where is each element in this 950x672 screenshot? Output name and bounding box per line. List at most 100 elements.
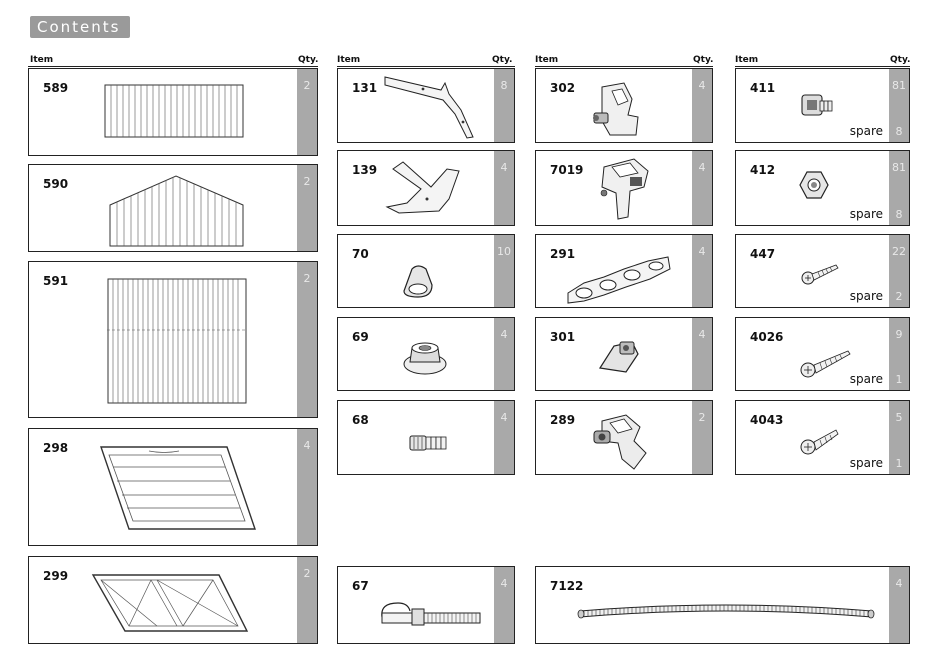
- item-number: 301: [550, 330, 575, 344]
- item-qty: 2: [692, 411, 712, 424]
- corner-302-drawing: [588, 81, 648, 139]
- wall-panel-591-drawing: [107, 278, 247, 404]
- header-rule-col2: [337, 66, 515, 67]
- item-qty: 4: [692, 79, 712, 92]
- item-number: 591: [43, 274, 68, 288]
- item-number: 7122: [550, 579, 583, 593]
- item-card-69: 69 4: [337, 317, 515, 391]
- item-header-col4: Item: [735, 55, 758, 65]
- spare-qty: 8: [889, 125, 909, 138]
- item-card-591: 591 2: [28, 261, 318, 418]
- door-panel-298-drawing: [99, 441, 259, 533]
- spare-qty: 2: [889, 290, 909, 303]
- item-qty: 4: [297, 439, 317, 452]
- screw-4043-drawing: [798, 425, 842, 459]
- item-card-289: 289 2: [535, 400, 713, 475]
- item-number: 302: [550, 81, 575, 95]
- item-number: 131: [352, 81, 377, 95]
- item-number: 447: [750, 247, 775, 261]
- item-card-4043: 4043 5 spare 1: [735, 400, 910, 475]
- qty-bar: [297, 262, 317, 417]
- tube-7122-drawing: [576, 599, 876, 621]
- item-qty: 4: [692, 245, 712, 258]
- item-number: 289: [550, 413, 575, 427]
- item-card-590: 590 2: [28, 164, 318, 252]
- item-number: 139: [352, 163, 377, 177]
- item-qty: 4: [494, 577, 514, 590]
- item-qty: 4: [494, 161, 514, 174]
- item-card-299: 299 2: [28, 556, 318, 644]
- item-qty: 4: [692, 328, 712, 341]
- hex-nut-412-drawing: [798, 169, 830, 201]
- header-rule-col1: [28, 66, 318, 67]
- item-number: 589: [43, 81, 68, 95]
- door-frame-299-drawing: [91, 571, 251, 635]
- item-qty: 2: [297, 79, 317, 92]
- item-card-70: 70 10: [337, 234, 515, 308]
- header-rule-col4: [735, 66, 910, 67]
- item-qty: 5: [889, 411, 909, 424]
- item-number: 7019: [550, 163, 583, 177]
- spare-qty: 8: [889, 208, 909, 221]
- item-qty: 8: [494, 79, 514, 92]
- screw-4026-drawing: [798, 346, 854, 382]
- item-card-589: 589 2: [28, 68, 318, 156]
- item-number: 298: [43, 441, 68, 455]
- item-card-447: 447 22 spare 2: [735, 234, 910, 308]
- item-header-col3: Item: [535, 55, 558, 65]
- bracket-291-drawing: [564, 255, 674, 305]
- item-qty: 81: [889, 79, 909, 92]
- page-title: Contents: [37, 18, 120, 36]
- item-number: 412: [750, 163, 775, 177]
- item-qty: 4: [889, 577, 909, 590]
- qty-header-col4: Qty.: [890, 55, 910, 65]
- item-card-7122: 7122 4: [535, 566, 910, 644]
- clip-70-drawing: [398, 261, 438, 301]
- clip-301-drawing: [596, 338, 641, 378]
- contents-title-tab: Contents: [30, 16, 130, 38]
- item-number: 70: [352, 247, 369, 261]
- item-qty: 2: [297, 567, 317, 580]
- nut-69-drawing: [400, 338, 450, 378]
- hinge-289-drawing: [588, 413, 650, 471]
- item-number: 69: [352, 330, 369, 344]
- qty-header-col3: Qty.: [693, 55, 713, 65]
- gable-panel-590-drawing: [109, 175, 244, 247]
- item-header-col1: Item: [30, 55, 53, 65]
- spare-label: spare: [850, 456, 883, 470]
- screw-447-drawing: [798, 261, 842, 287]
- spare-label: spare: [850, 372, 883, 386]
- spare-qty: 1: [889, 373, 909, 386]
- connector-7019-drawing: [594, 157, 656, 221]
- item-qty: 2: [297, 272, 317, 285]
- item-number: 590: [43, 177, 68, 191]
- item-number: 67: [352, 579, 369, 593]
- item-card-302: 302 4: [535, 68, 713, 143]
- qty-header-col1: Qty.: [298, 55, 318, 65]
- item-card-412: 412 81 spare 8: [735, 150, 910, 226]
- item-number: 411: [750, 81, 775, 95]
- wall-panel-589-drawing: [104, 84, 244, 139]
- spare-label: spare: [850, 207, 883, 221]
- item-card-291: 291 4: [535, 234, 713, 308]
- spare-label: spare: [850, 124, 883, 138]
- item-number: 68: [352, 413, 369, 427]
- item-number: 4026: [750, 330, 783, 344]
- item-card-4026: 4026 9 spare 1: [735, 317, 910, 391]
- item-qty: 22: [889, 245, 909, 258]
- item-qty: 9: [889, 328, 909, 341]
- item-qty: 4: [494, 411, 514, 424]
- item-card-301: 301 4: [535, 317, 713, 391]
- plug-68-drawing: [406, 431, 451, 455]
- item-number: 4043: [750, 413, 783, 427]
- item-qty: 2: [297, 175, 317, 188]
- bracket-131-drawing: [383, 74, 493, 140]
- square-nut-411-drawing: [798, 91, 838, 123]
- item-header-col2: Item: [337, 55, 360, 65]
- item-qty: 4: [494, 328, 514, 341]
- item-card-68: 68 4: [337, 400, 515, 475]
- plate-139-drawing: [383, 159, 463, 217]
- item-qty: 10: [494, 245, 514, 258]
- item-card-139: 139 4: [337, 150, 515, 226]
- item-card-7019: 7019 4: [535, 150, 713, 226]
